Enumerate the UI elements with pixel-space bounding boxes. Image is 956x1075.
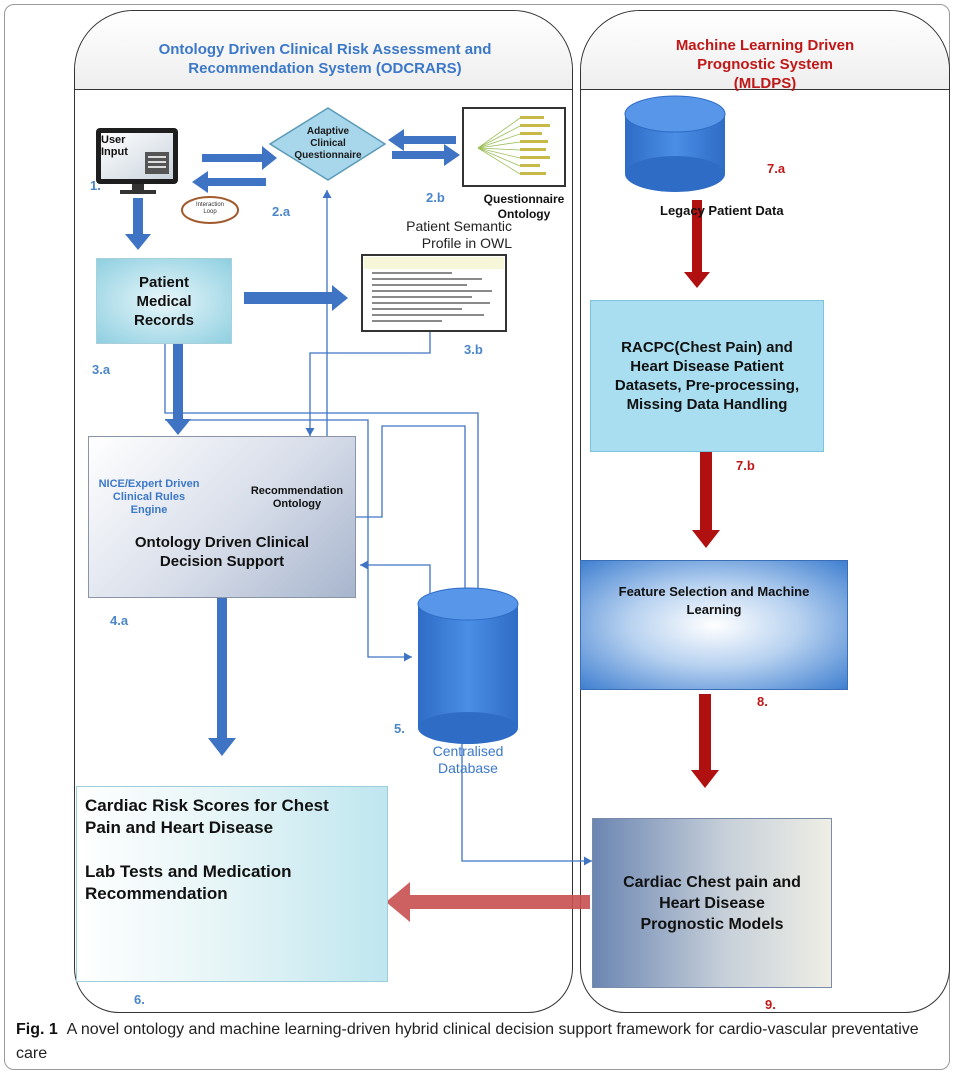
step-4a: 4.a: [110, 613, 129, 628]
step-5: 5.: [394, 721, 405, 736]
step-6: 6.: [134, 992, 145, 1007]
mldps-title: Machine Learning Driven Prognostic Syste…: [675, 37, 855, 92]
questionnaire-ontology-arrows: [388, 129, 460, 166]
legacy-database-icon: [624, 95, 726, 192]
questionnaire-ontology-label: Questionnaire Ontology: [483, 192, 565, 221]
decision-to-output-arrow: [208, 598, 236, 756]
computer-monitor-icon: [96, 128, 178, 194]
questionnaire-ontology-thumbnail: [462, 107, 566, 187]
legacy-patient-data-label: Legacy Patient Data: [660, 203, 784, 218]
centralised-database-icon: [417, 587, 519, 744]
recommendation-ontology-label: Recommendation Ontology: [250, 485, 344, 510]
odcrars-header: [75, 11, 572, 90]
records-to-decision-arrow: [165, 343, 191, 435]
prognostic-to-output-arrow: [386, 882, 590, 922]
semantic-profile-label: Patient Semantic Profile in OWL: [406, 218, 512, 251]
figure-caption: Fig. 1 A novel ontology and machine lear…: [16, 1018, 946, 1066]
feature-selection-box: Feature Selection and Machine Learning: [580, 560, 848, 690]
interaction-loop-icon: [181, 196, 239, 224]
step-8: 8.: [757, 694, 768, 709]
centralised-database-label: Centralised Database: [432, 743, 504, 776]
records-to-profile-arrow: [244, 285, 348, 311]
mldps-flow-arrows: [684, 200, 720, 788]
rules-engine-label: NICE/Expert Driven Clinical Rules Engine: [98, 478, 200, 516]
step-7a: 7.a: [767, 161, 786, 176]
step-9: 9.: [765, 997, 776, 1012]
step-3a: 3.a: [92, 362, 111, 377]
patient-datasets-box: RACPC(Chest Pain) and Heart Disease Pati…: [590, 300, 824, 452]
step-2a: 2.a: [272, 204, 291, 219]
caption-label: Fig. 1: [16, 1021, 58, 1038]
risk-scores-output: Cardiac Risk Scores for Chest Pain and H…: [76, 786, 388, 982]
patient-medical-records: Patient Medical Records: [96, 258, 232, 344]
interaction-loop-label: Interaction Loop: [195, 202, 225, 215]
step-3b: 3.b: [464, 342, 483, 357]
prognostic-models-box: Cardiac Chest pain and Heart Disease Pro…: [592, 818, 832, 988]
step-1: 1.: [90, 178, 101, 193]
input-to-records-arrow: [125, 198, 151, 250]
mldps-header: [581, 11, 949, 90]
questionnaire-diamond: [268, 107, 387, 181]
odcrars-title: Ontology Driven Clinical Risk Assessment…: [158, 41, 492, 77]
decision-support-box: [88, 436, 356, 598]
owl-profile-thumbnail: [361, 254, 507, 332]
step-2b: 2.b: [426, 190, 445, 205]
caption-text: A novel ontology and machine learning-dr…: [16, 1021, 919, 1062]
step-7b: 7.b: [736, 458, 755, 473]
user-input-label: User Input: [101, 134, 128, 158]
input-questionnaire-arrows: [192, 146, 277, 193]
thin-connectors: [164, 190, 592, 866]
decision-support-label: Ontology Driven Clinical Decision Suppor…: [134, 534, 310, 570]
adaptive-questionnaire: Adaptive Clinical Questionnaire: [294, 126, 362, 161]
